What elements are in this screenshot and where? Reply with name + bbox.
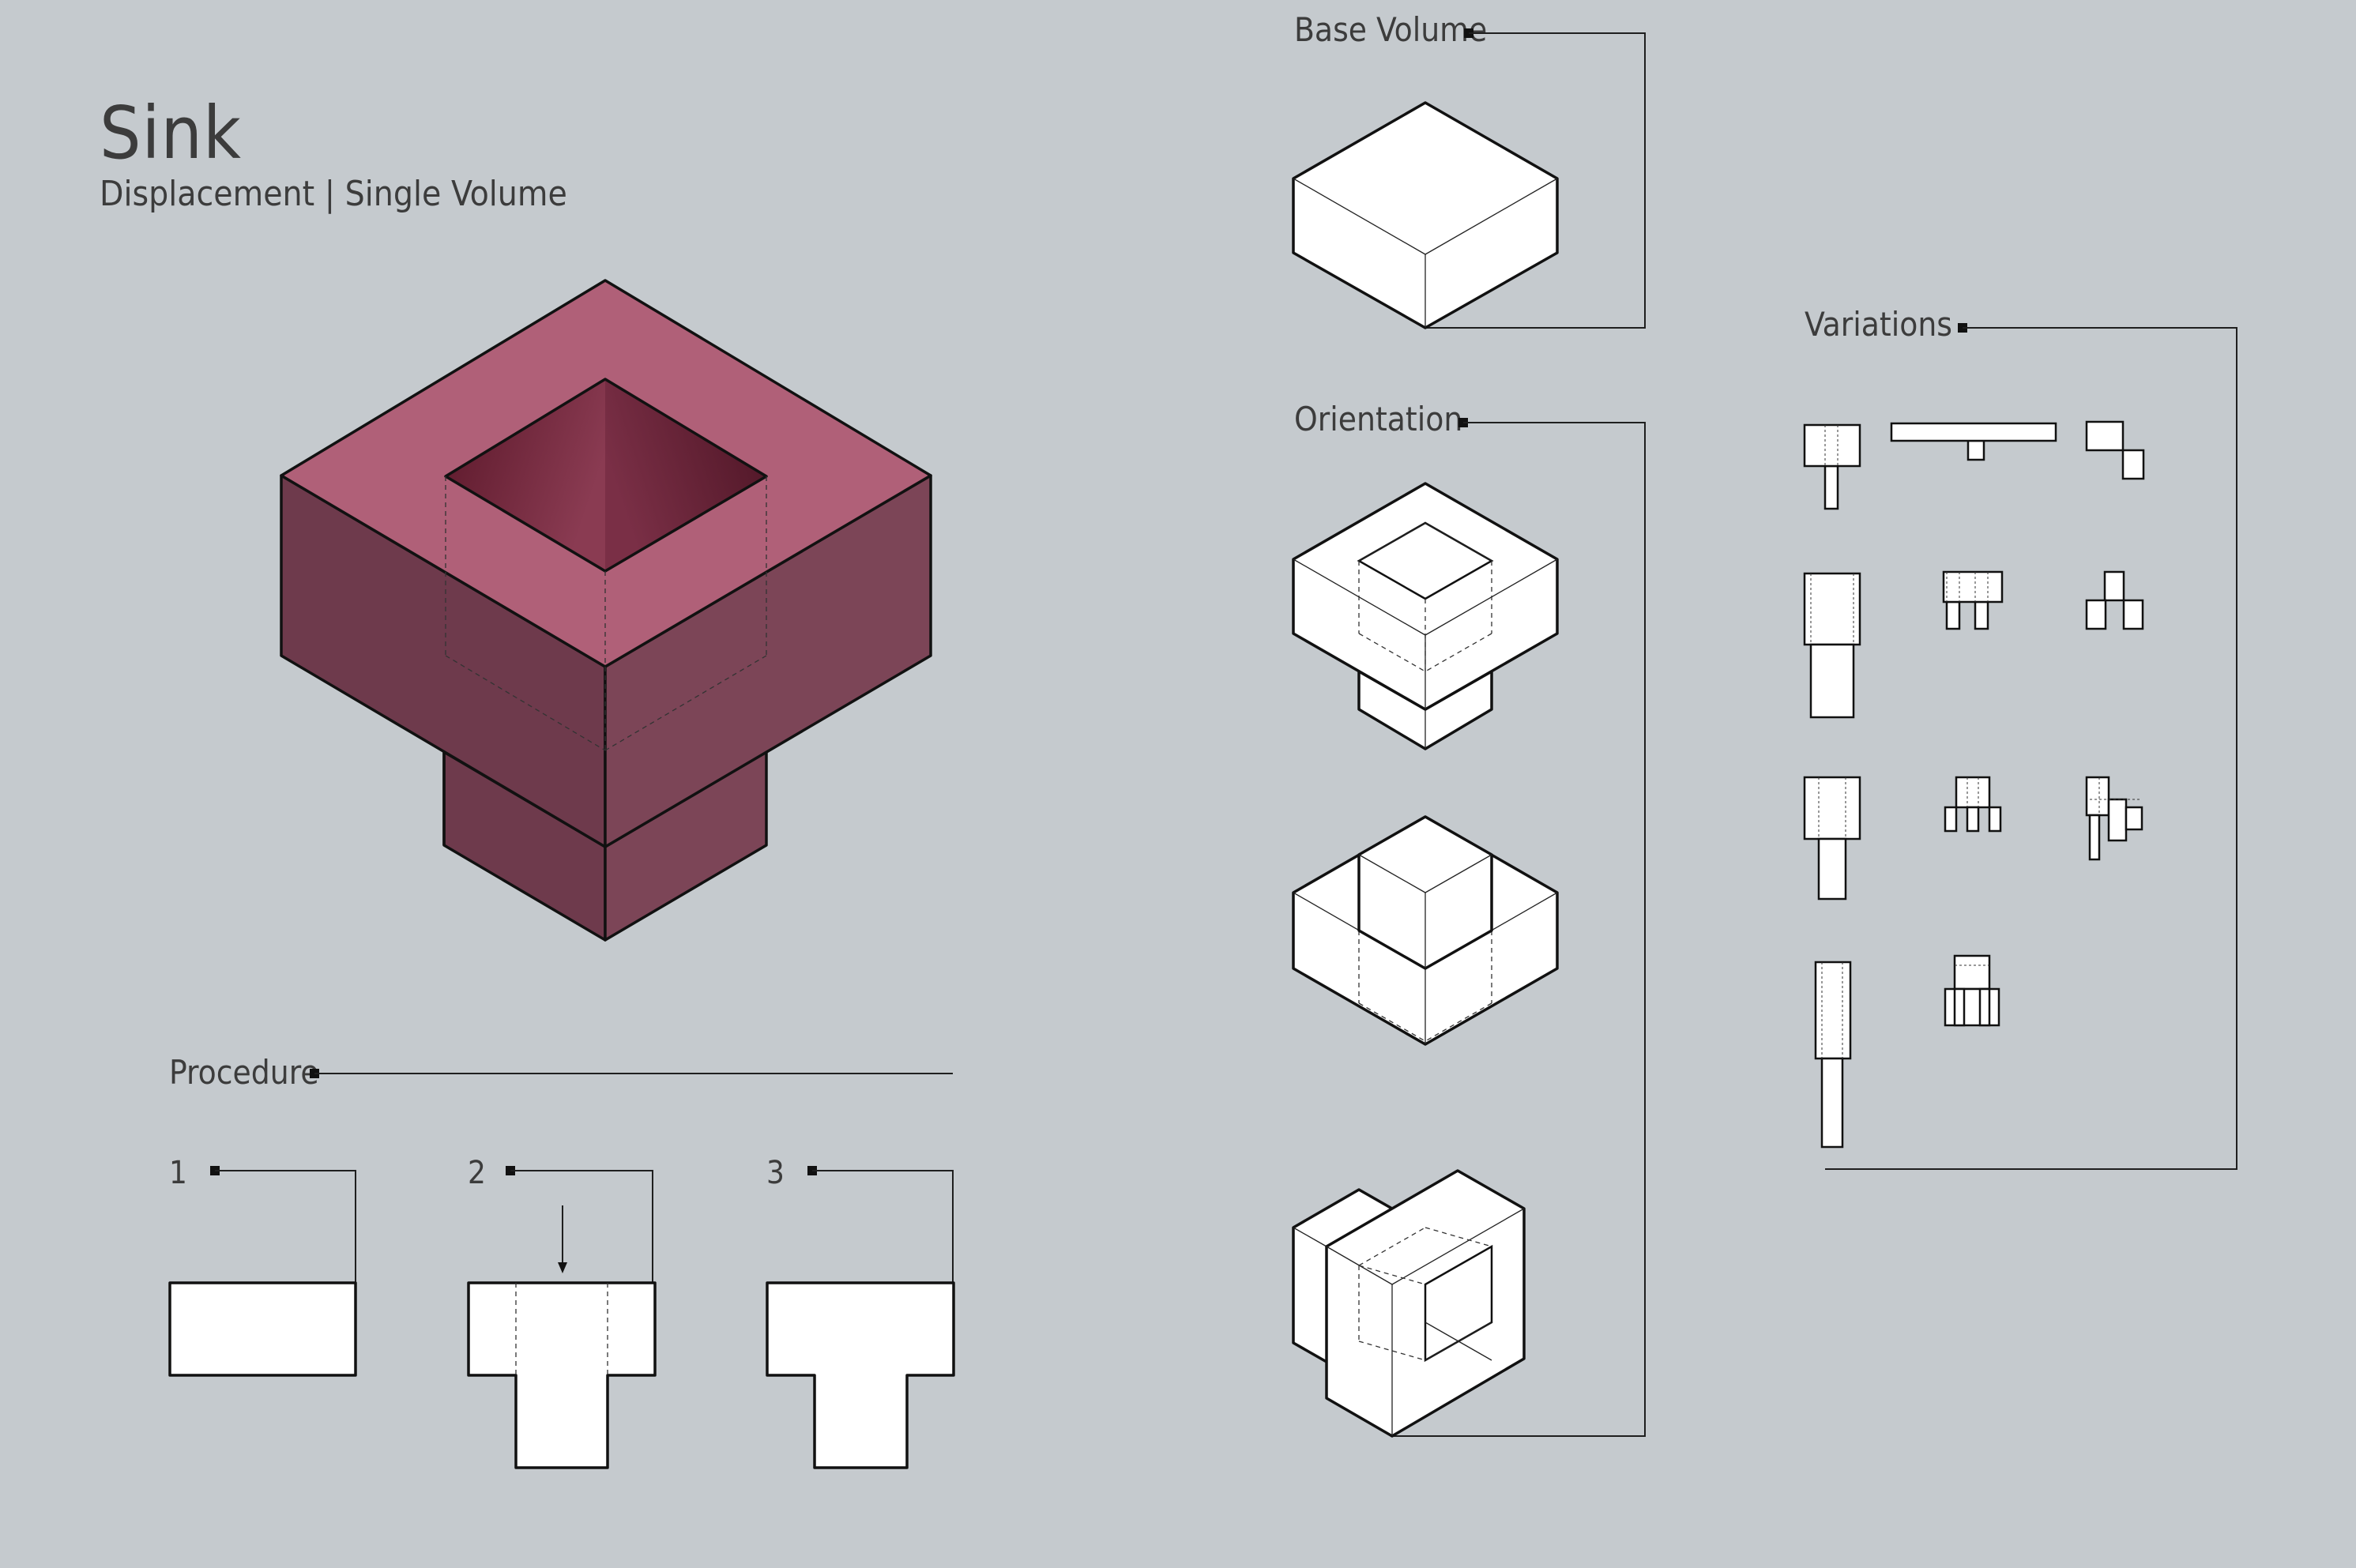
down-arrow-icon <box>558 1262 567 1273</box>
variation-6 <box>2085 570 2144 630</box>
variation-5 <box>1942 570 2004 630</box>
step-number: 3 <box>766 1155 785 1191</box>
orientation-side <box>1292 1169 1526 1438</box>
variation-3 <box>2085 420 2145 480</box>
step-number: 1 <box>169 1155 187 1191</box>
orientation-up <box>1292 815 1559 1046</box>
variation-1 <box>1803 423 1861 510</box>
orientation-label: Orientation <box>1294 400 1462 438</box>
variation-7 <box>1803 776 1861 901</box>
orientation-down <box>1292 482 1559 750</box>
variations-label: Variations <box>1805 305 1952 344</box>
page-subtitle: Displacement | Single Volume <box>100 174 567 214</box>
procedure-step-2: 2 <box>467 1155 657 1469</box>
procedure-step-1: 1 <box>168 1155 357 1377</box>
orientation-section: Orientation <box>1292 400 1646 1438</box>
cavity-right-wall <box>605 379 766 571</box>
variation-9 <box>2085 776 2143 861</box>
hidden-lines <box>445 476 767 751</box>
page-title: Sink <box>100 91 242 175</box>
header: Sink Displacement | Single Volume <box>100 91 567 214</box>
variation-8 <box>1944 776 2002 833</box>
variation-10 <box>1814 961 1852 1149</box>
procedure-step-3: 3 <box>766 1155 955 1469</box>
main-model <box>280 279 932 942</box>
variations-section: Variations <box>1803 305 2237 1170</box>
variation-11 <box>1944 954 2000 1027</box>
procedure-section: Procedure 1 2 3 <box>168 1053 955 1469</box>
step-number: 2 <box>468 1155 486 1191</box>
base-volume-label: Base Volume <box>1294 10 1487 49</box>
variation-4 <box>1803 572 1861 719</box>
procedure-label: Procedure <box>169 1053 319 1092</box>
base-volume-section: Base Volume <box>1292 10 1646 329</box>
cavity-left-wall <box>446 379 605 571</box>
variation-2 <box>1890 422 2057 461</box>
base-volume-cube <box>1292 101 1559 329</box>
